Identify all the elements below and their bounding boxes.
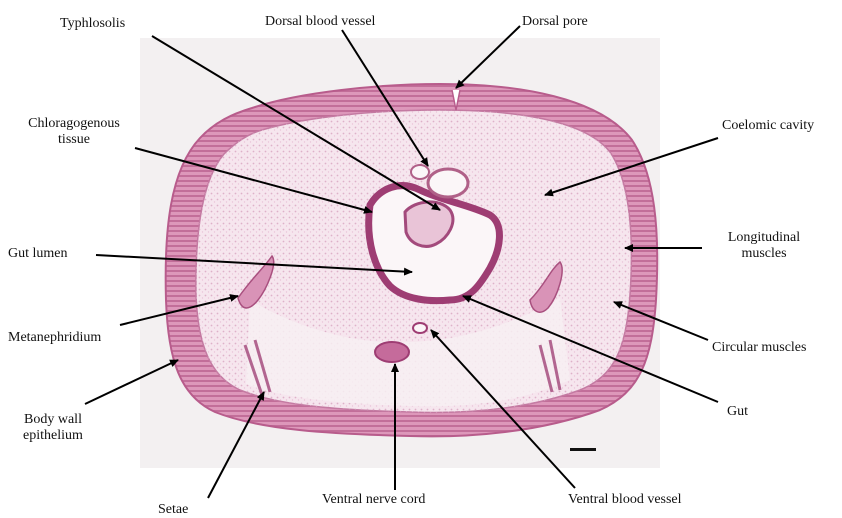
label-gut-lumen: Gut lumen <box>8 246 68 262</box>
scale-bar <box>570 448 596 451</box>
label-body-wall-epithelium: Body wall epithelium <box>8 412 98 444</box>
label-dorsal-blood-vessel: Dorsal blood vessel <box>265 14 375 30</box>
label-setae: Setae <box>158 502 188 518</box>
label-coelomic-cavity: Coelomic cavity <box>722 118 814 134</box>
label-chloragogenous: Chloragogenous tissue <box>14 116 134 148</box>
label-dorsal-pore: Dorsal pore <box>522 14 588 30</box>
ventral-nerve-cord-shape <box>375 342 409 362</box>
dorsal-vessel-shape <box>428 169 468 197</box>
label-gut: Gut <box>727 404 748 420</box>
label-ventral-blood-vessel: Ventral blood vessel <box>568 492 682 508</box>
label-typhlosolis: Typhlosolis <box>60 16 125 32</box>
label-ventral-nerve-cord: Ventral nerve cord <box>322 492 425 508</box>
label-longitudinal-muscles: Longitudinal muscles <box>704 230 824 262</box>
label-metanephridium: Metanephridium <box>8 330 101 346</box>
label-circular-muscles: Circular muscles <box>712 340 806 356</box>
